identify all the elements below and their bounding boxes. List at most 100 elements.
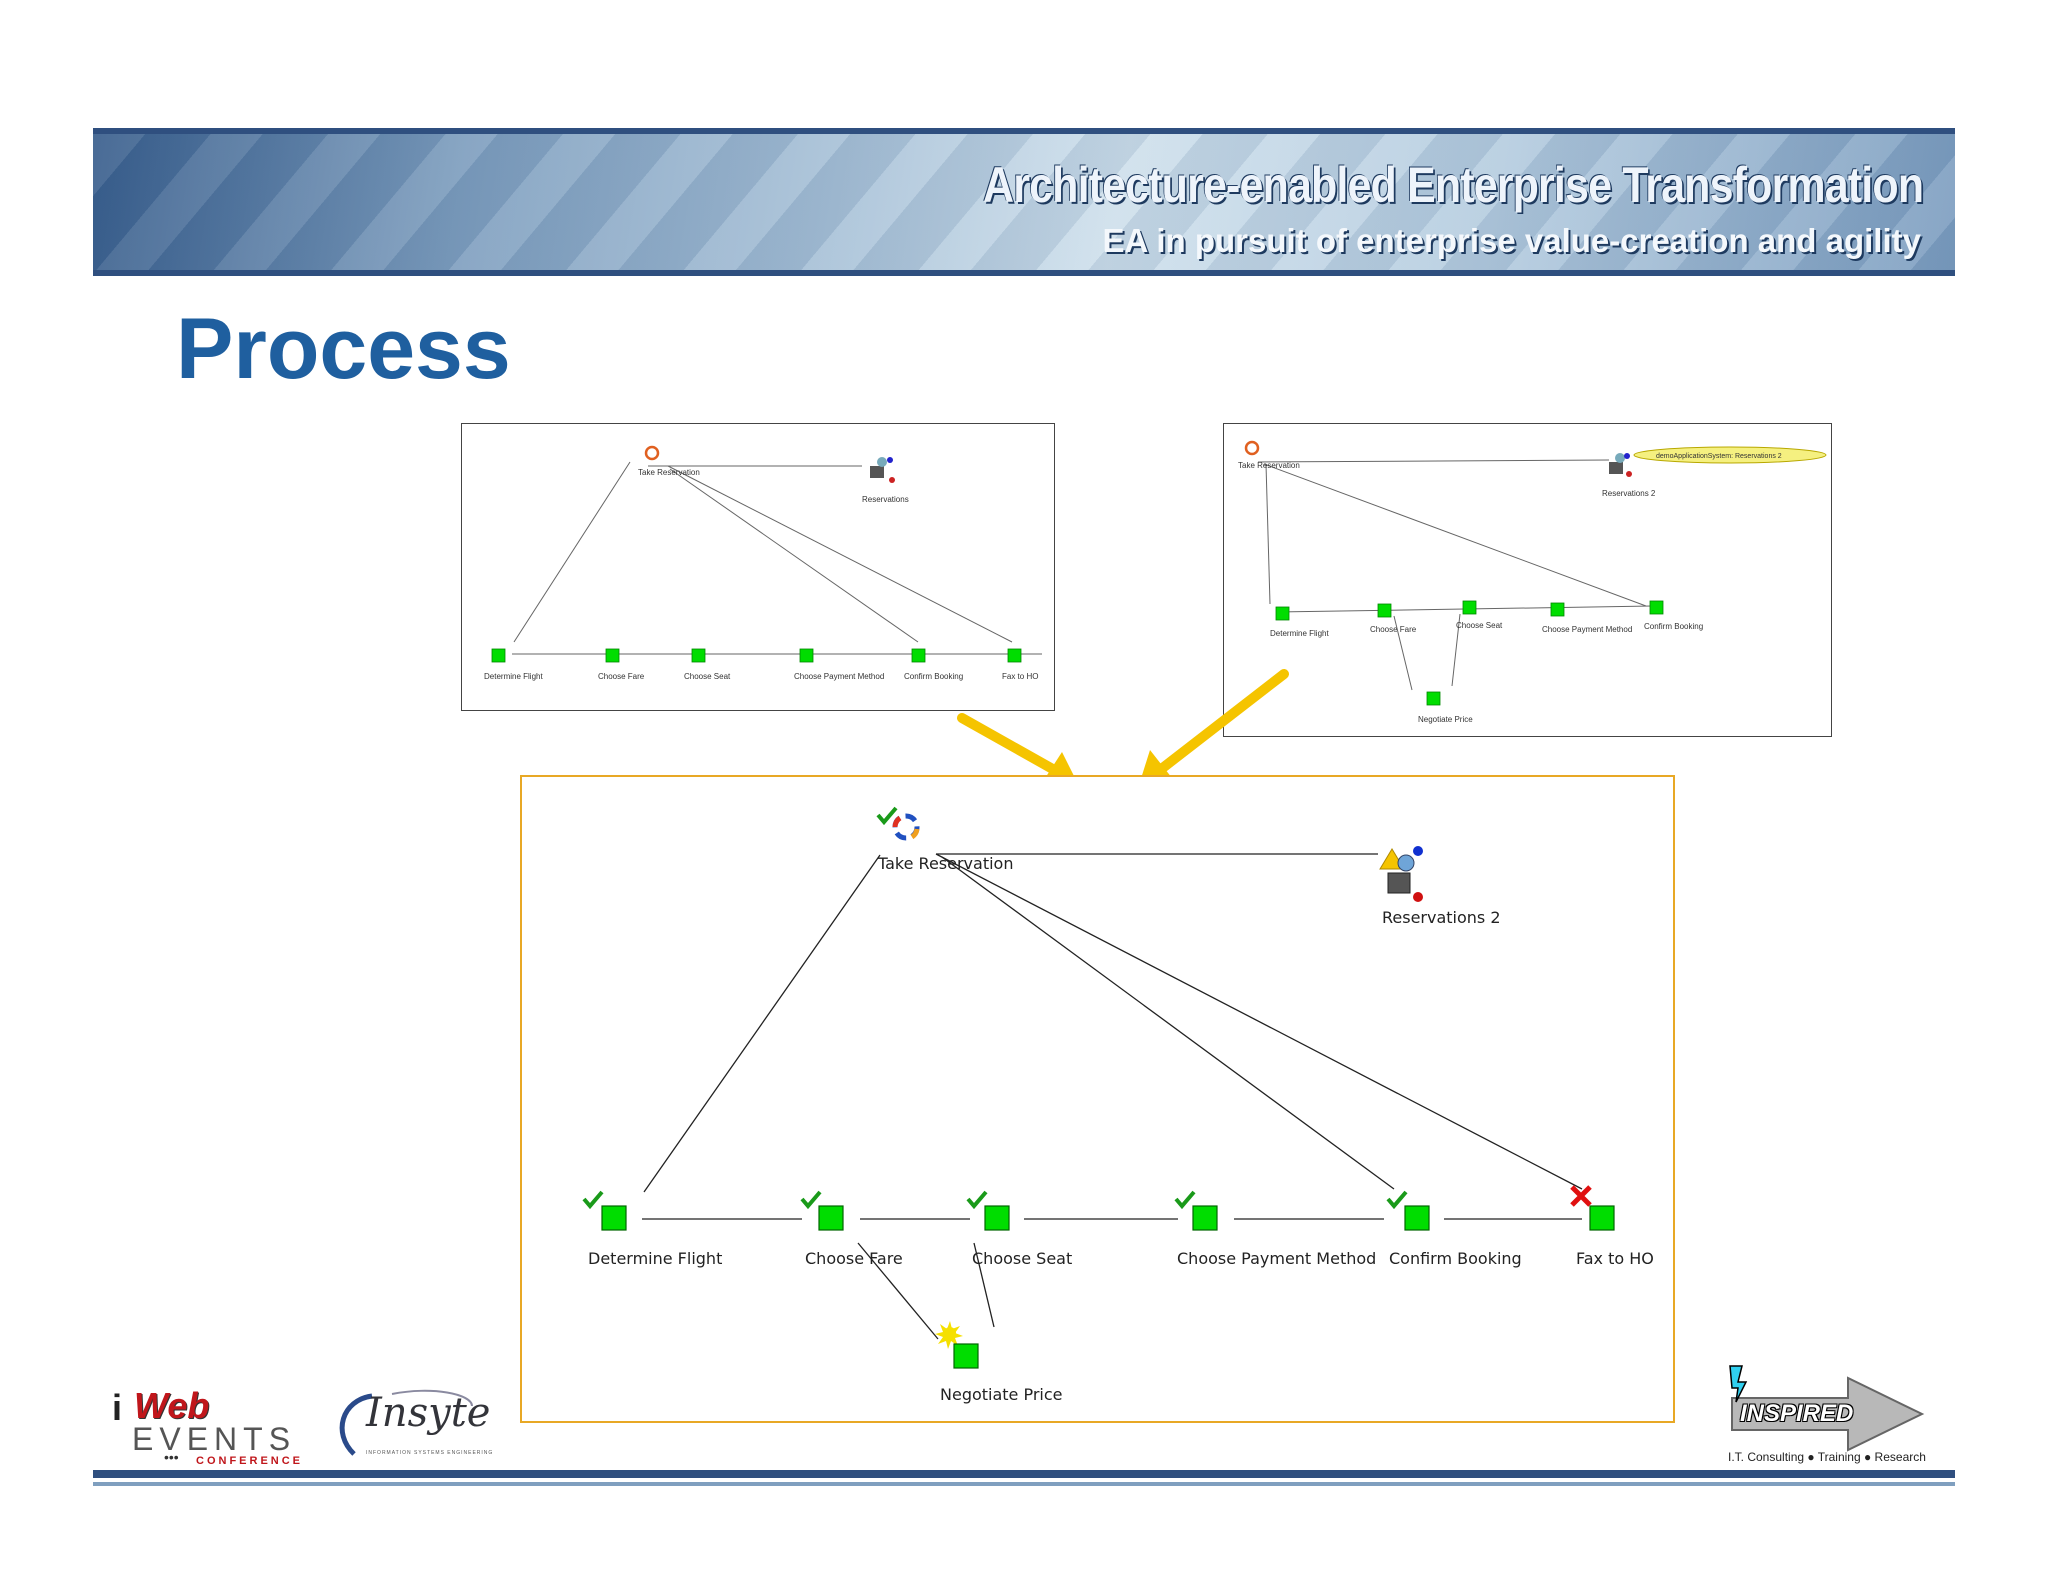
banner-subtitle: EA in pursuit of enterprise value-creati…	[1102, 222, 1921, 259]
step-node	[605, 648, 620, 663]
database-icon	[870, 457, 895, 483]
step-node	[1377, 603, 1392, 618]
reservations-2-node[interactable]	[1379, 846, 1423, 902]
step-label: Fax to HO	[1576, 1249, 1654, 1268]
activity-node-icon	[1589, 1205, 1615, 1231]
check-icon	[876, 806, 898, 826]
activity-node-icon	[818, 1205, 844, 1231]
step-node	[691, 648, 706, 663]
process-icon	[1244, 440, 1260, 456]
step-choose-payment-method[interactable]	[1174, 1190, 1218, 1231]
step-node	[1649, 600, 1664, 615]
thumbnail-2-canvas: Take Reservation demoApplicationSystem: …	[1238, 440, 1827, 724]
step-node	[799, 648, 814, 663]
insyte-logo-tagline: INFORMATION SYSTEMS ENGINEERING	[366, 1450, 494, 1456]
step-node	[1462, 600, 1477, 615]
reservations-2-label: Reservations 2	[1382, 908, 1501, 927]
thumb1-step-label: Choose Fare	[598, 672, 645, 681]
activity-node-icon	[953, 1343, 979, 1369]
step-label: Choose Seat	[972, 1249, 1072, 1268]
insyte-logo-word: Insyte	[366, 1390, 491, 1436]
edge	[643, 854, 881, 1193]
thumbnail-1-canvas: Take Reservation Reservations Determine …	[484, 445, 1042, 681]
take-reservation-node[interactable]	[876, 806, 920, 841]
process-thumbnail-modified: Take Reservation demoApplicationSystem: …	[1223, 423, 1832, 737]
step-node	[1007, 648, 1022, 663]
process-thumbnail-original: Take Reservation Reservations Determine …	[461, 423, 1055, 711]
page-title: Process	[176, 301, 511, 397]
step-choose-seat[interactable]	[966, 1190, 1010, 1231]
thumb1-step-label: Confirm Booking	[904, 672, 963, 681]
step-label: Choose Payment Method	[1177, 1249, 1376, 1268]
thumb2-step-label: Determine Flight	[1270, 629, 1329, 638]
itweb-logo-i: i	[112, 1387, 123, 1428]
thumb2-step-label: Confirm Booking	[1644, 622, 1703, 631]
step-label: Choose Fare	[805, 1249, 903, 1268]
insyte-swoosh-icon	[339, 1389, 473, 1456]
step-label: Confirm Booking	[1389, 1249, 1522, 1268]
activity-node-icon	[1192, 1205, 1218, 1231]
inspired-logo: INSPIRED I.T. Consulting ● Training ● Re…	[1726, 1362, 1926, 1472]
arrow-left	[957, 713, 1063, 777]
step-confirm-booking[interactable]	[1386, 1190, 1430, 1231]
check-icon	[966, 1190, 988, 1210]
inspired-arrow-icon	[1729, 1365, 1925, 1452]
thumb2-step-label: Choose Payment Method	[1542, 625, 1632, 634]
database-icon	[1387, 872, 1411, 894]
check-icon	[1386, 1190, 1408, 1210]
step-negotiate-price[interactable]	[935, 1321, 979, 1369]
step-node	[911, 648, 926, 663]
step-node	[491, 648, 506, 663]
thumb1-step-label: Choose Payment Method	[794, 672, 884, 681]
main-diagram-canvas: Take Reservation Reservations 2	[582, 806, 1654, 1404]
itweb-logo-dots: •••	[164, 1449, 179, 1465]
activity-node-icon	[984, 1205, 1010, 1231]
thumb2-negotiate-label: Negotiate Price	[1418, 715, 1473, 724]
edge	[941, 856, 1395, 1190]
thumb2-take-reservation-label: Take Reservation	[1238, 461, 1300, 470]
thumb2-tooltip-text: demoApplicationSystem: Reservations 2	[1656, 453, 1782, 460]
cross-icon	[1570, 1185, 1592, 1207]
lightning-icon	[1729, 1365, 1748, 1403]
merged-process-diagram: Take Reservation Reservations 2	[520, 775, 1675, 1423]
thumb2-step-label: Choose Fare	[1370, 625, 1417, 634]
itweb-events-logo: i Web EVENTS ••• CONFERENCE	[112, 1385, 312, 1467]
check-icon	[800, 1190, 822, 1210]
step-fax-to-ho[interactable]	[1570, 1185, 1615, 1231]
tooltip-bubble	[1633, 446, 1827, 464]
inspired-logo-word: INSPIRED	[1740, 1400, 1854, 1427]
footer-rule	[93, 1470, 1955, 1486]
itweb-logo-conference: CONFERENCE	[196, 1455, 304, 1467]
activity-node-icon	[1404, 1205, 1430, 1231]
step-label: Determine Flight	[588, 1249, 722, 1268]
negotiate-node	[1426, 691, 1441, 706]
thumb1-step-label: Fax to HO	[1002, 672, 1038, 681]
thumb2-step-label: Choose Seat	[1456, 621, 1503, 630]
thumb1-step-label: Determine Flight	[484, 672, 543, 681]
check-icon	[1174, 1190, 1196, 1210]
insyte-logo: Insyte INFORMATION SYSTEMS ENGINEERING	[332, 1388, 492, 1458]
arrow-right	[1155, 669, 1289, 775]
check-icon	[582, 1190, 604, 1210]
thumb1-reservations-label: Reservations	[862, 495, 909, 504]
edge	[857, 1242, 939, 1340]
inspired-logo-tagline: I.T. Consulting ● Training ● Research	[1728, 1450, 1926, 1464]
thumb1-take-reservation-label: Take Reservation	[638, 468, 700, 477]
step-node	[1275, 606, 1290, 621]
step-node	[1550, 602, 1565, 617]
process-icon	[644, 445, 660, 461]
negotiate-price-label: Negotiate Price	[940, 1385, 1063, 1404]
itweb-logo-web: Web	[134, 1385, 210, 1426]
edge	[973, 1242, 995, 1328]
thumb2-reservations-label: Reservations 2	[1602, 489, 1656, 498]
database-icon	[1609, 453, 1632, 477]
itweb-logo-events: EVENTS	[132, 1421, 297, 1457]
thumb1-step-label: Choose Seat	[684, 672, 731, 681]
header-banner: Architecture-enabled Enterprise Transfor…	[93, 128, 1955, 276]
new-star-icon	[935, 1321, 963, 1349]
edge	[935, 853, 1583, 1190]
step-choose-fare[interactable]	[800, 1190, 844, 1231]
banner-title: Architecture-enabled Enterprise Transfor…	[982, 157, 1924, 213]
activity-node-icon	[601, 1205, 627, 1231]
step-determine-flight[interactable]	[582, 1190, 627, 1231]
